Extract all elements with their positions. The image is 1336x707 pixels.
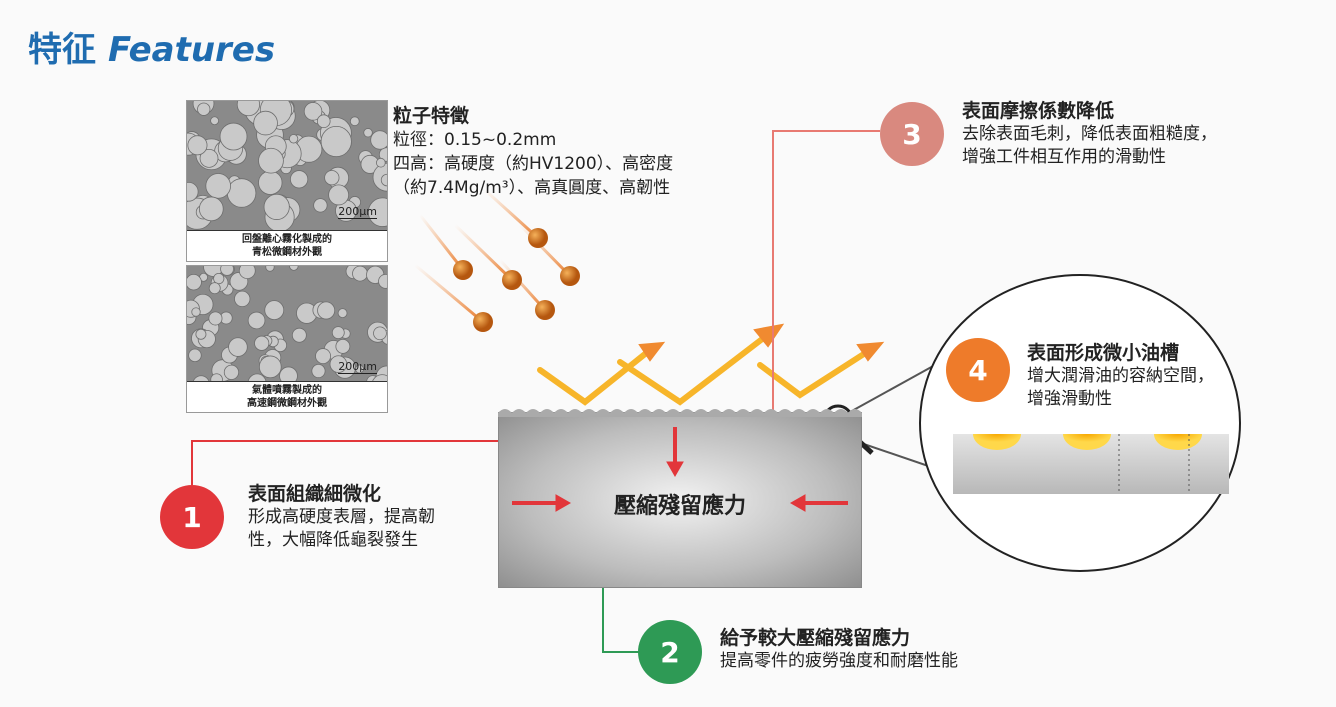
- rebound-arrows: [537, 323, 885, 406]
- oil-groove-illustration: [953, 434, 1229, 494]
- compressive-stress-label: 壓縮殘留應力: [613, 494, 746, 519]
- sem-photo-1: 200μm 回盤離心霧化製成的青松微鋼材外觀: [186, 100, 388, 262]
- particle-features: 粒子特徵 粒徑：0.15~0.2mm 四高：高硬度（約HV1200）、高密度 （…: [393, 105, 674, 198]
- photo-caption: 回盤離心霧化製成的青松微鋼材外觀: [187, 230, 387, 261]
- surface-dimples: [498, 409, 862, 417]
- stress-arrows: [512, 427, 848, 512]
- feature-3-badge: 3: [880, 102, 944, 166]
- shot-particles: [414, 188, 580, 332]
- feature-4-badge: 4: [946, 338, 1010, 402]
- sem-spheres: [187, 101, 387, 231]
- sem-spheres: [187, 266, 387, 396]
- feature-2-text: 給予較大壓縮殘留應力提高零件的疲勞強度和耐磨性能: [720, 627, 958, 671]
- feature-1-text: 表面組織細微化形成高硬度表層，提高韌性，大幅降低龜裂發生: [248, 483, 435, 550]
- photo-caption: 氣體噴霧製成的高速鋼微鋼材外觀: [187, 381, 387, 412]
- feature-2-badge: 2: [638, 620, 702, 684]
- feature-3-text: 表面摩擦係數降低去除表面毛刺，降低表面粗糙度，增強工件相互作用的滑動性: [962, 100, 1217, 167]
- sem-photo-2: 200μm 氣體噴霧製成的高速鋼微鋼材外觀: [186, 265, 388, 413]
- feature-1-badge: 1: [160, 485, 224, 549]
- feature-4-text: 表面形成微小油槽增大潤滑油的容納空間，增強滑動性: [1027, 342, 1214, 409]
